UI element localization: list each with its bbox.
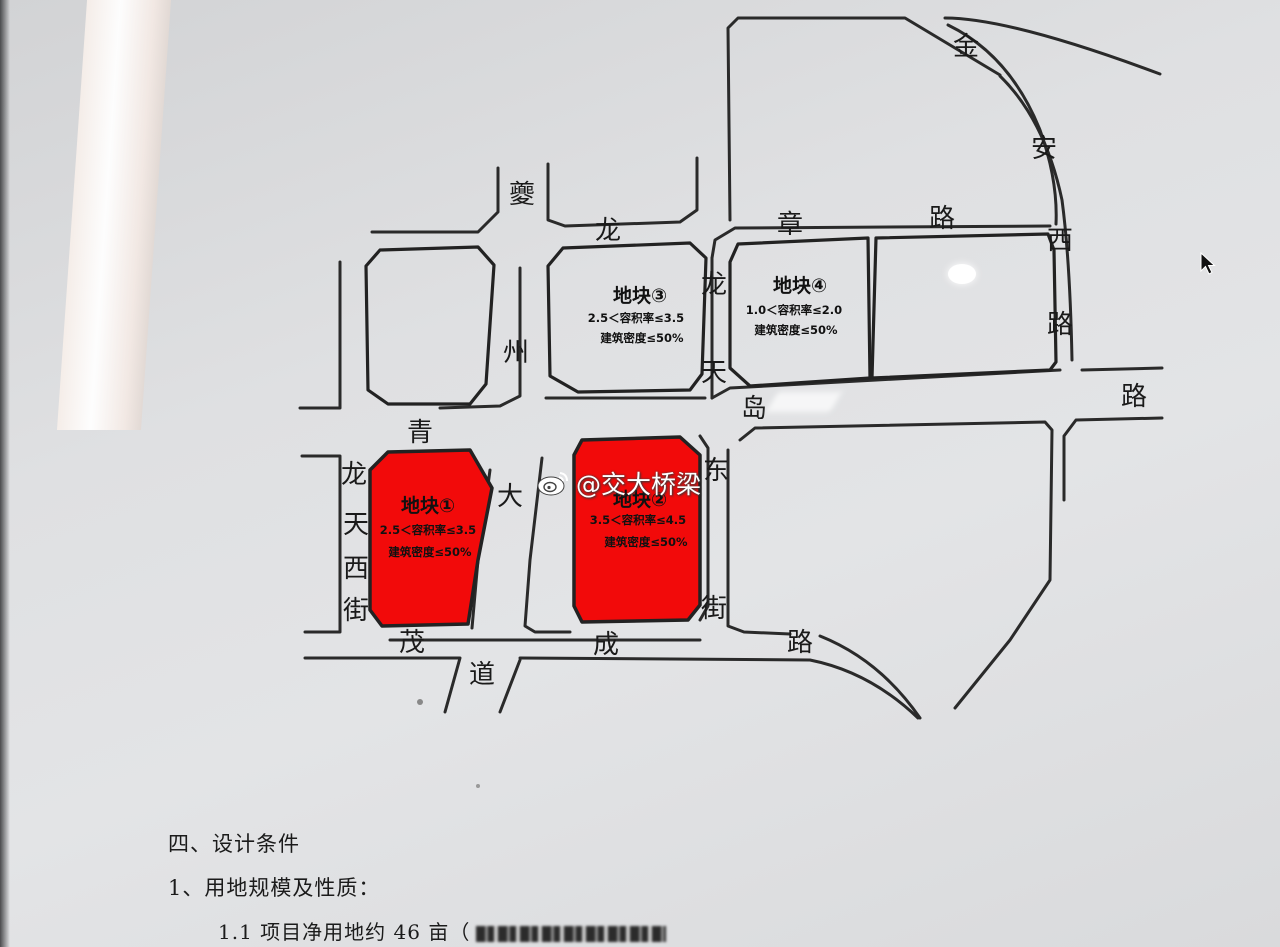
screen-speck bbox=[417, 699, 423, 705]
parcel-4-title: 地块④ bbox=[773, 274, 827, 297]
road-label-kui-long-1: 夔 bbox=[509, 180, 535, 210]
road-label-jie-right: 街 bbox=[701, 594, 727, 624]
road-label-an: 安 bbox=[1031, 134, 1057, 164]
road-edge bbox=[1080, 366, 1164, 372]
highlighted-parcels bbox=[368, 435, 702, 628]
block-parcel-4-outline bbox=[728, 236, 872, 388]
road-label-kui-long-2: 龙 bbox=[595, 216, 621, 246]
parcel-2-density-rule: 建筑密度≤50% bbox=[604, 535, 688, 549]
light-glare-spot bbox=[948, 264, 976, 284]
road-lines bbox=[298, 16, 1164, 720]
road-edge bbox=[518, 656, 920, 720]
parcel-1-far-rule: 2.5＜容积率≤3.5 bbox=[380, 523, 476, 537]
road-label-long-tian-xi-4: 街 bbox=[343, 596, 369, 626]
subsection-heading: 1、用地规模及性质： bbox=[168, 876, 381, 900]
road-edge bbox=[818, 634, 922, 720]
road-label-dao: 道 bbox=[469, 660, 495, 690]
road-edge bbox=[998, 74, 1074, 362]
road-label-mao: 茂 bbox=[399, 628, 425, 658]
road-label-long-tian-dong-3: 岛 bbox=[741, 394, 767, 424]
road-label-zhou: 州 bbox=[503, 338, 529, 368]
road-edge bbox=[300, 454, 342, 634]
weibo-logo-icon bbox=[537, 472, 568, 496]
parcel-2-title: 地块② bbox=[613, 488, 667, 511]
parcel-3-density-rule: 建筑密度≤50% bbox=[600, 331, 684, 345]
road-label-qing: 青 bbox=[407, 418, 433, 448]
road-edge bbox=[370, 166, 500, 234]
road-label-jin: 金 bbox=[953, 32, 979, 62]
parcel-labels: 地块① 2.5＜容积率≤3.5 建筑密度≤50% 地块② 3.5＜容积率≤4.5… bbox=[380, 274, 842, 559]
block-outlines bbox=[364, 232, 1058, 406]
road-label-lu-right: 路 bbox=[1121, 382, 1147, 412]
road-label-cheng: 成 bbox=[593, 630, 619, 660]
list-item-text: 1.1 项目净用地约 46 亩（ bbox=[218, 920, 471, 944]
road-edge bbox=[546, 156, 699, 228]
screen-speck bbox=[476, 784, 480, 788]
parcel-2-shape bbox=[572, 435, 702, 624]
road-edge bbox=[726, 448, 792, 636]
parcel-2-far-rule: 3.5＜容积率≤4.5 bbox=[590, 513, 686, 527]
road-label-long-tian-xi-3: 西 bbox=[343, 554, 369, 584]
parcel-3-title: 地块③ bbox=[613, 284, 667, 307]
road-label-da: 大 bbox=[497, 482, 523, 512]
road-label-long-tian-xi-2: 天 bbox=[343, 510, 369, 540]
light-glare-spot bbox=[766, 392, 842, 412]
road-edge bbox=[1062, 416, 1164, 502]
block-upper-left bbox=[364, 245, 496, 406]
road-label-lu-bottom: 路 bbox=[787, 628, 813, 658]
road-edge bbox=[698, 434, 710, 622]
parcel-1-shape bbox=[368, 448, 494, 628]
road-label-zhang: 章 bbox=[777, 210, 803, 240]
road-edge bbox=[523, 456, 572, 634]
road-label-xi: 西 bbox=[1047, 226, 1073, 256]
road-label-long-tian-dong-1: 龙 bbox=[701, 270, 727, 300]
parcel-1-density-rule: 建筑密度≤50% bbox=[388, 545, 472, 559]
parcel-4-density-rule: 建筑密度≤50% bbox=[754, 323, 838, 337]
section-heading: 四、设计条件 bbox=[168, 832, 300, 856]
block-parcel-3-outline bbox=[546, 241, 708, 394]
parcel-1-title: 地块① bbox=[401, 494, 455, 517]
road-edge bbox=[738, 420, 1054, 710]
road-edge bbox=[726, 16, 1002, 222]
road-edge bbox=[943, 16, 1162, 76]
block-east-of-parcel-4 bbox=[870, 232, 1058, 380]
list-item-1-1: 1.1 项目净用地约 46 亩（ bbox=[218, 916, 667, 945]
mouse-cursor-icon bbox=[1200, 252, 1216, 275]
road-label-long-tian-dong-4: 东 bbox=[703, 456, 729, 486]
road-edge bbox=[710, 224, 1052, 260]
road-label-xi-lu: 路 bbox=[1047, 310, 1073, 340]
road-edge bbox=[946, 23, 1058, 226]
watermark: @交大桥梁 bbox=[536, 464, 701, 502]
blurred-text bbox=[476, 925, 667, 942]
road-edge bbox=[498, 658, 522, 714]
road-label-long-tian-xi-1: 龙 bbox=[341, 460, 367, 490]
road-label-long-tian-dong-2: 天 bbox=[701, 358, 727, 388]
road-edge bbox=[298, 260, 342, 410]
watermark-text: @交大桥梁 bbox=[576, 470, 702, 499]
parcel-3-far-rule: 2.5＜容积率≤3.5 bbox=[588, 311, 684, 325]
road-edge bbox=[438, 266, 522, 410]
monitor-bezel-edge bbox=[0, 0, 10, 947]
road-name-labels: 夔 龙 州 青 大 龙 天 岛 东 龙 天 西 街 茂 道 成 街 路 金 安 … bbox=[341, 32, 1147, 690]
parcel-4-far-rule: 1.0＜容积率≤2.0 bbox=[746, 303, 842, 317]
road-label-zhang-lu: 路 bbox=[929, 204, 955, 234]
road-edge bbox=[303, 656, 462, 714]
